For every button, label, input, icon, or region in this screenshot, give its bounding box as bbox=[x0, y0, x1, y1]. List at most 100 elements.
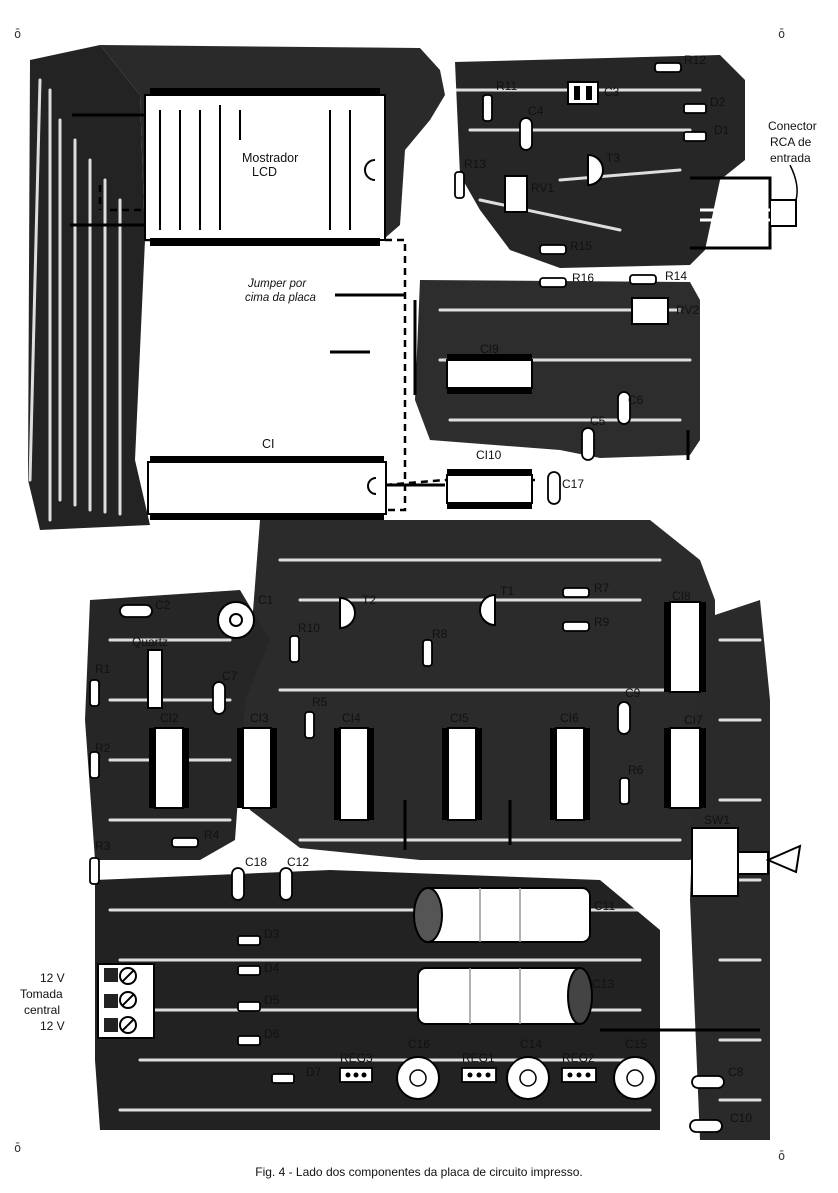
d7-label: D7 bbox=[306, 1065, 322, 1079]
c8-label: C8 bbox=[728, 1065, 744, 1079]
trimmer-rv2 bbox=[631, 297, 669, 325]
c2-label: C2 bbox=[155, 598, 171, 612]
capacitors-small bbox=[119, 117, 725, 1133]
c5-label: C5 bbox=[590, 414, 606, 428]
ic-ci7 bbox=[664, 727, 706, 809]
rca-connector-label: Conector bbox=[768, 119, 817, 133]
ic-ci6-label: CI6 bbox=[560, 711, 579, 725]
c14-label: C14 bbox=[520, 1037, 542, 1051]
c13-label: C13 bbox=[592, 977, 614, 991]
ic-ci7-label: CI7 bbox=[684, 713, 703, 727]
ic-ci4-label: CI4 bbox=[342, 711, 361, 725]
ic-ci9-label: CI9 bbox=[480, 342, 499, 356]
diodes bbox=[237, 103, 707, 1084]
d3-label: D3 bbox=[264, 927, 280, 941]
capacitor-c3 bbox=[567, 81, 599, 105]
c15-label: C15 bbox=[625, 1037, 647, 1051]
c9-label: C9 bbox=[625, 686, 641, 700]
d2-label: D2 bbox=[710, 95, 726, 109]
jumper-dashed bbox=[98, 185, 535, 512]
ic-ci6 bbox=[550, 727, 590, 821]
ic-ci5 bbox=[442, 727, 482, 821]
rca-connector-label-line3: entrada bbox=[770, 151, 811, 165]
t3-label: T3 bbox=[606, 151, 620, 165]
c18-label: C18 bbox=[245, 855, 267, 869]
switch-sw1 bbox=[691, 827, 802, 897]
capacitor-c14 bbox=[506, 1056, 550, 1100]
terminal-label-12v-top: 12 V bbox=[40, 971, 65, 985]
transistor-t1 bbox=[479, 593, 496, 627]
ic-ci bbox=[147, 456, 387, 520]
ic-ci8 bbox=[664, 601, 706, 693]
terminal-block bbox=[97, 963, 155, 1039]
d4-label: D4 bbox=[264, 961, 280, 975]
corner-mark-top-right: ō bbox=[778, 27, 785, 41]
r2-label: R2 bbox=[95, 741, 111, 755]
quartz-crystal bbox=[147, 649, 163, 709]
lcd-display-label: Mostrador bbox=[242, 151, 298, 165]
jumper-label-line2: cima da placa bbox=[245, 292, 316, 304]
reg1-label: REG1 bbox=[462, 1051, 495, 1065]
rv2-label: RV2 bbox=[676, 303, 699, 317]
c16-label: C16 bbox=[408, 1037, 430, 1051]
c6-label: C6 bbox=[628, 393, 644, 407]
capacitor-c13 bbox=[417, 967, 593, 1025]
regulator-pads bbox=[345, 1072, 591, 1078]
ic-ci3-label: CI3 bbox=[250, 711, 269, 725]
t2-label: T2 bbox=[362, 593, 376, 607]
transistor-t2 bbox=[339, 596, 356, 630]
reg2-label: REG2 bbox=[562, 1051, 595, 1065]
r1-label: R1 bbox=[95, 662, 111, 676]
r7-label: R7 bbox=[594, 581, 610, 595]
reg3-label: REG3 bbox=[340, 1051, 373, 1065]
r6-label: R6 bbox=[628, 763, 644, 777]
resistors bbox=[89, 62, 682, 885]
terminal-label-12v-bottom: 12 V bbox=[40, 1019, 65, 1033]
quartz-label: Quartz bbox=[132, 635, 168, 649]
r14-label: R14 bbox=[665, 269, 687, 283]
ic-ci8-label: CI8 bbox=[672, 589, 691, 603]
ic-ci9 bbox=[446, 354, 533, 394]
corner-mark-bottom-left: ō bbox=[14, 1141, 21, 1155]
capacitor-c15 bbox=[613, 1056, 657, 1100]
capacitor-c16 bbox=[396, 1056, 440, 1100]
ic-ci5-label: CI5 bbox=[450, 711, 469, 725]
r13-label: R13 bbox=[464, 157, 486, 171]
terminal-label-central: central bbox=[24, 1003, 60, 1017]
ic-ci10-label: CI10 bbox=[476, 448, 502, 462]
figure-caption: Fig. 4 - Lado dos componentes da placa d… bbox=[255, 1165, 583, 1179]
corner-mark-bottom-right: ō bbox=[778, 1149, 785, 1163]
r9-label: R9 bbox=[594, 615, 610, 629]
c4-label: C4 bbox=[528, 104, 544, 118]
sw1-label: SW1 bbox=[704, 813, 730, 827]
c1-label: C1 bbox=[258, 593, 274, 607]
r10-label: R10 bbox=[298, 621, 320, 635]
r16-label: R16 bbox=[572, 271, 594, 285]
jumper-label: Jumper por bbox=[247, 278, 307, 290]
rca-connector bbox=[690, 164, 798, 250]
ic-ci3 bbox=[237, 727, 277, 809]
lcd-display: Mostrador LCD bbox=[144, 88, 386, 246]
c7-label: C7 bbox=[222, 669, 238, 683]
c10-label: C10 bbox=[730, 1111, 752, 1125]
ic-ci10 bbox=[446, 469, 533, 509]
ic-ci2-label: CI2 bbox=[160, 711, 179, 725]
r8-label: R8 bbox=[432, 627, 448, 641]
d6-label: D6 bbox=[264, 1027, 280, 1041]
rv1-label: RV1 bbox=[531, 181, 554, 195]
t1-label: T1 bbox=[500, 584, 514, 598]
c17-label: C17 bbox=[562, 477, 584, 491]
trimmer-rv1 bbox=[504, 175, 528, 213]
capacitor-c11 bbox=[413, 887, 591, 943]
ic-ci2 bbox=[149, 727, 189, 809]
d5-label: D5 bbox=[264, 993, 280, 1007]
lcd-display-label-line2: LCD bbox=[252, 165, 277, 179]
corner-mark-top-left: ō bbox=[14, 27, 21, 41]
c3-label: C3 bbox=[604, 85, 620, 99]
ic-ci4 bbox=[334, 727, 374, 821]
c11-label: C11 bbox=[594, 899, 615, 913]
terminal-label-tomada: Tomada bbox=[20, 987, 63, 1001]
r4-label: R4 bbox=[204, 828, 220, 842]
jumper-wires bbox=[70, 113, 760, 1032]
